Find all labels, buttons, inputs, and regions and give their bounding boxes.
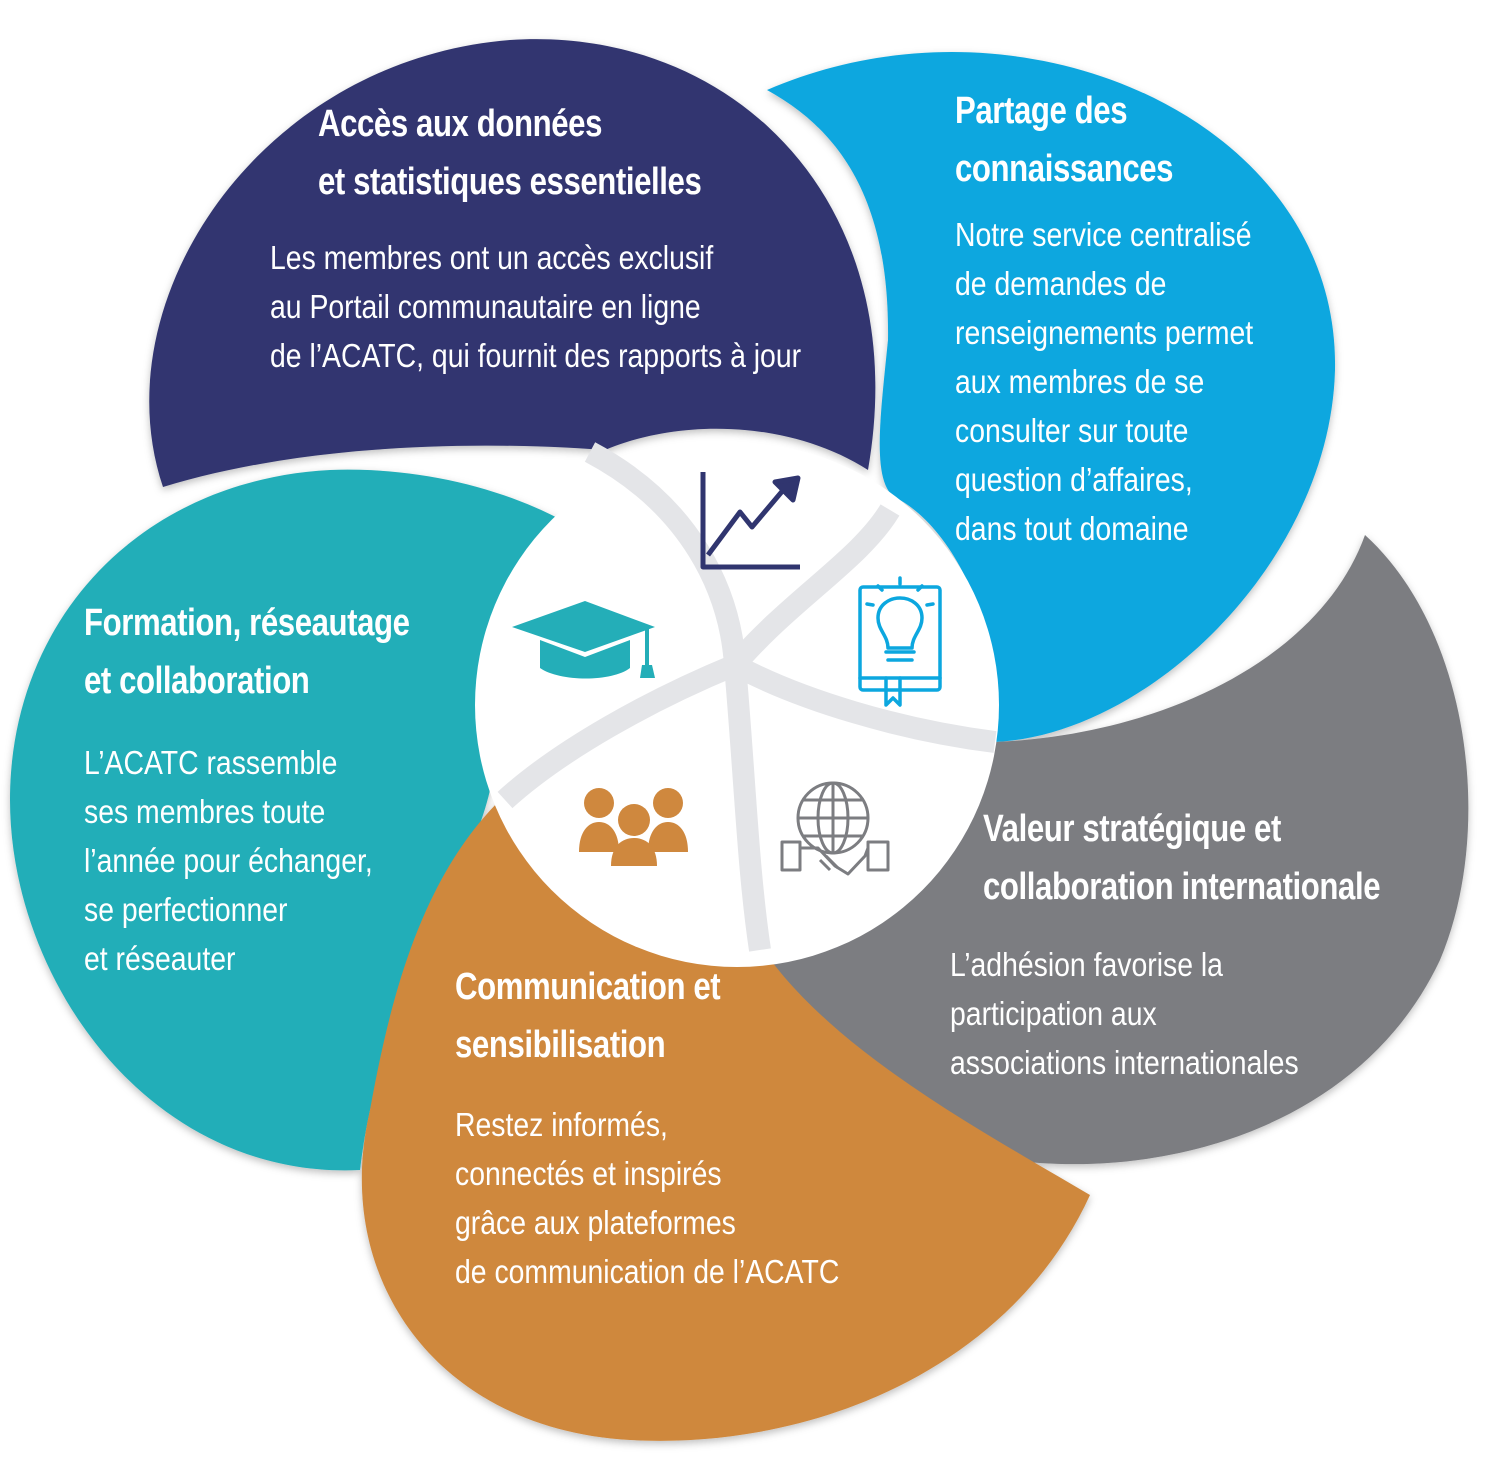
petal-intl	[770, 535, 1469, 1165]
globe-handshake-icon	[780, 781, 890, 876]
block-body: L’ACATC rassemble ses membres toute l’an…	[84, 744, 373, 977]
people-group-icon	[579, 788, 688, 866]
lightbulb-book-icon	[858, 576, 942, 707]
block-body: Notre service centralisé de demandes de …	[955, 216, 1254, 547]
separator-line	[729, 655, 997, 753]
graduation-cap-icon	[512, 601, 655, 679]
block-data-access: Accès aux données et statistiques essent…	[270, 95, 888, 380]
petal-comm	[361, 712, 1090, 1441]
block-body: L’adhésion favorise la participation aux…	[950, 946, 1299, 1081]
petal-share	[767, 52, 1336, 743]
block-title: Partage des connaissances	[955, 90, 1174, 190]
block-knowledge-sharing: Partage des connaissances Notre service …	[955, 82, 1302, 553]
center-hub	[475, 442, 999, 967]
trend-chart-icon	[700, 472, 801, 570]
block-body: Les membres ont un accès exclusif au Por…	[270, 239, 802, 374]
block-training-networking: Formation, réseautage et collaboration L…	[84, 594, 481, 983]
block-title: Communication et sensibilisation	[455, 966, 721, 1066]
block-title: Formation, réseautage et collaboration	[84, 602, 410, 702]
block-communication: Communication et sensibilisation Restez …	[455, 958, 902, 1296]
petal-data	[149, 39, 876, 488]
separator-line	[584, 442, 746, 666]
separator-line	[724, 664, 771, 952]
block-body: Restez informés, connectés et inspirés g…	[455, 1106, 840, 1290]
block-international: Valeur stratégique et collaboration inte…	[950, 800, 1467, 1087]
separator-line	[497, 654, 740, 809]
block-title: Accès aux données et statistiques essent…	[318, 103, 702, 203]
separator-line	[726, 504, 900, 673]
block-title: Valeur stratégique et collaboration inte…	[983, 808, 1381, 908]
